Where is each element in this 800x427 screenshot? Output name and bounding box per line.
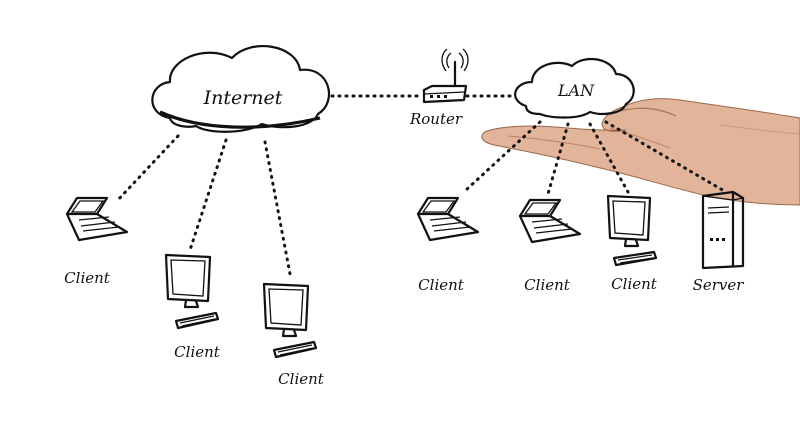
lan-label: LAN (557, 81, 595, 100)
server-icon (701, 190, 745, 270)
internet-cloud: Internet (151, 44, 331, 133)
laptop-icon (65, 196, 129, 242)
lan-cloud: LAN (514, 57, 635, 119)
laptop-icon (518, 198, 582, 244)
desktop-icon (606, 194, 658, 267)
router-icon (422, 48, 469, 104)
desktop-icon (262, 282, 318, 359)
lan-client-2-label: Client (524, 276, 571, 294)
internet-client-3-label: Client (278, 370, 325, 388)
internet-label: Internet (203, 87, 283, 109)
internet-client-1-label: Client (64, 269, 111, 287)
hand-image (481, 98, 800, 206)
internet-client-2-label: Client (174, 343, 221, 361)
desktop-icon (164, 253, 220, 330)
connection-lines (114, 94, 728, 276)
server-label: Server (693, 276, 745, 294)
laptop-icon (416, 196, 480, 242)
lan-client-1-label: Client (418, 276, 465, 294)
router-label: Router (409, 110, 463, 128)
lan-client-3-label: Client (611, 275, 658, 293)
